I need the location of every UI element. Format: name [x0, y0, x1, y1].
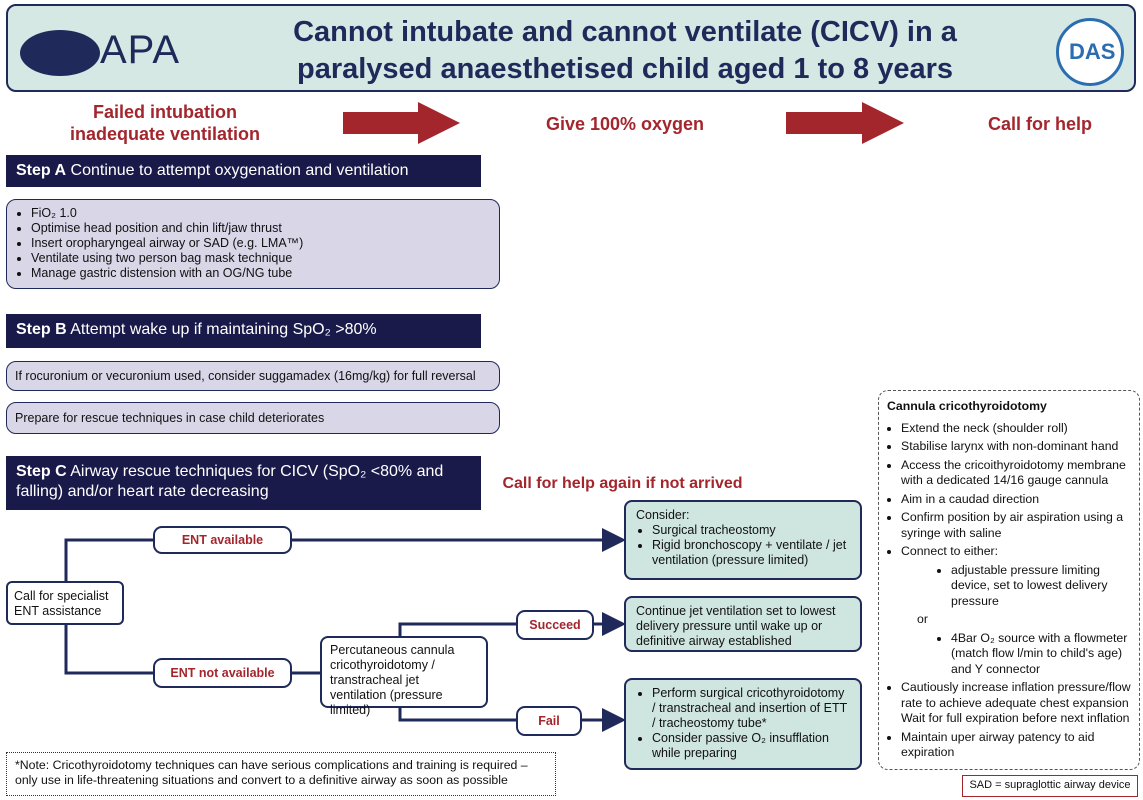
fail-item: Consider passive O₂ insufflation while p…	[652, 731, 850, 761]
give-oxygen-label: Give 100% oxygen	[545, 114, 705, 134]
fail-pill: Fail	[516, 706, 582, 736]
apa-logo-icon	[20, 30, 100, 76]
page-title: Cannot intubate and cannot ventilate (CI…	[240, 14, 1010, 88]
step-c-header: Step C Airway rescue techniques for CICV…	[6, 456, 481, 510]
call-help-again-label: Call for help again if not arrived	[502, 475, 743, 492]
consider-box: Consider: Surgical tracheostomy Rigid br…	[624, 500, 862, 580]
cannula-option-1: adjustable pressure limiting device, set…	[951, 563, 1131, 610]
das-logo-text: DAS	[1069, 39, 1116, 64]
cannula-or: or	[917, 612, 928, 626]
ent-not-available-pill: ENT not available	[153, 658, 292, 688]
succeed-pill: Succeed	[516, 610, 594, 640]
cannula-item: Cautiously increase inflation pressure/f…	[901, 680, 1131, 727]
step-c-text-1: Airway rescue techniques for CICV (SpO₂ …	[70, 463, 444, 480]
step-c-text-2: falling) and/or heart rate decreasing	[16, 483, 269, 500]
step-a-item: Insert oropharyngeal airway or SAD (e.g.…	[31, 236, 493, 251]
cannula-item: Connect to either:	[901, 544, 1131, 560]
flow-arrow-1	[343, 102, 460, 144]
failed-line-2: inadequate ventilation	[69, 124, 261, 144]
step-a-item: Ventilate using two person bag mask tech…	[31, 251, 493, 266]
ent-available-pill: ENT available	[153, 526, 292, 554]
call-specialist-box: Call for specialist ENT assistance	[6, 581, 124, 625]
cannula-panel: Cannula cricothyroidotomy Extend the nec…	[878, 390, 1140, 770]
fail-action-box: Perform surgical cricothyroidotomy / tra…	[624, 678, 862, 770]
title-line-2: paralysed anaesthetised child aged 1 to …	[296, 53, 953, 85]
fail-item: Perform surgical cricothyroidotomy / tra…	[652, 686, 850, 731]
cannula-item: Extend the neck (shoulder roll)	[901, 421, 1131, 437]
step-b-label: Step B	[16, 321, 67, 338]
call-specialist-line-2: ENT assistance	[14, 604, 102, 618]
sad-definition: SAD = supraglottic airway device	[962, 775, 1138, 797]
step-a-box: FiO₂ 1.0 Optimise head position and chin…	[6, 199, 500, 289]
failed-intubation-label: Failed intubation inadequate ventilation	[40, 101, 290, 145]
continue-jet-box: Continue jet ventilation set to lowest d…	[624, 596, 862, 652]
step-a-label: Step A	[16, 162, 67, 179]
step-b-text: Attempt wake up if maintaining SpO₂ >80%	[70, 321, 377, 338]
das-logo-icon	[1056, 18, 1124, 86]
apa-logo-text: APA	[100, 28, 181, 72]
step-a-item: FiO₂ 1.0	[31, 206, 493, 221]
failed-line-1: Failed intubation	[93, 102, 237, 122]
percutaneous-box: Percutaneous cannula cricothyroidotomy /…	[320, 636, 488, 717]
step-a-item: Manage gastric distension with an OG/NG …	[31, 266, 493, 281]
consider-title: Consider:	[636, 508, 690, 522]
cannula-item: Confirm position by air aspiration using…	[901, 510, 1131, 541]
call-for-help-label: Call for help	[987, 114, 1092, 134]
cannula-item: Access the cricoithyroidotomy membrane w…	[901, 458, 1131, 489]
step-a-text: Continue to attempt oxygenation and vent…	[70, 162, 409, 179]
call-specialist-line-1: Call for specialist	[14, 589, 109, 603]
step-a-header: Step A Continue to attempt oxygenation a…	[6, 155, 481, 187]
cricothyroidotomy-note: *Note: Cricothyroidotomy techniques can …	[6, 752, 556, 796]
step-a-item: Optimise head position and chin lift/jaw…	[31, 221, 493, 236]
cannula-item: Stabilise larynx with non-dominant hand	[901, 439, 1131, 455]
step-c-label: Step C	[16, 463, 67, 480]
header-banner	[6, 4, 1136, 92]
title-line-1: Cannot intubate and cannot ventilate (CI…	[293, 16, 957, 48]
consider-item: Surgical tracheostomy	[652, 523, 850, 538]
cannula-item: Maintain uper airway patency to aid expi…	[901, 730, 1131, 761]
cannula-title: Cannula cricothyroidotomy	[887, 399, 1047, 413]
consider-item: Rigid bronchoscopy + ventilate / jet ven…	[652, 538, 850, 568]
step-b-reversal-box: If rocuronium or vecuronium used, consid…	[6, 361, 500, 391]
flow-arrow-2	[786, 102, 904, 144]
cannula-item: Aim in a caudad direction	[901, 492, 1131, 508]
step-b-prepare-box: Prepare for rescue techniques in case ch…	[6, 402, 500, 434]
cannula-option-2: 4Bar O₂ source with a flowmeter (match f…	[951, 631, 1131, 678]
step-b-header: Step B Attempt wake up if maintaining Sp…	[6, 314, 481, 348]
